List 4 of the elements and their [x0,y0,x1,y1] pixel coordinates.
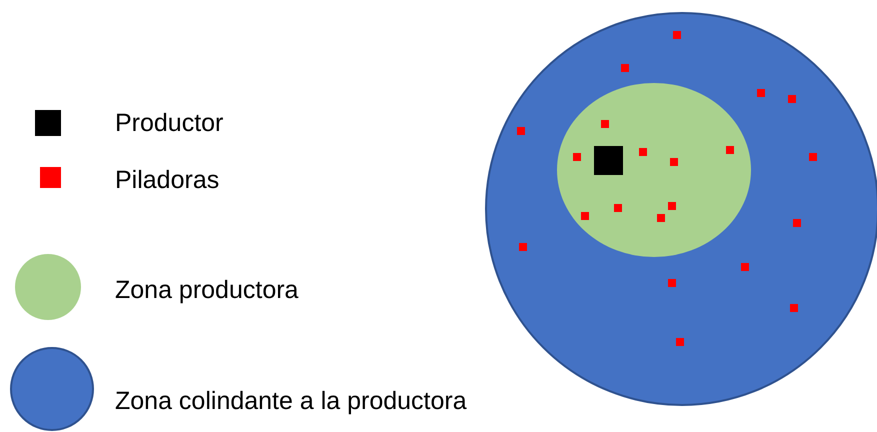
legend-label: Piladoras [115,165,220,195]
legend-label: Zona colindante a la productora [115,386,467,416]
legend-label: Productor [115,108,224,138]
legend-label: Zona productora [115,275,298,305]
